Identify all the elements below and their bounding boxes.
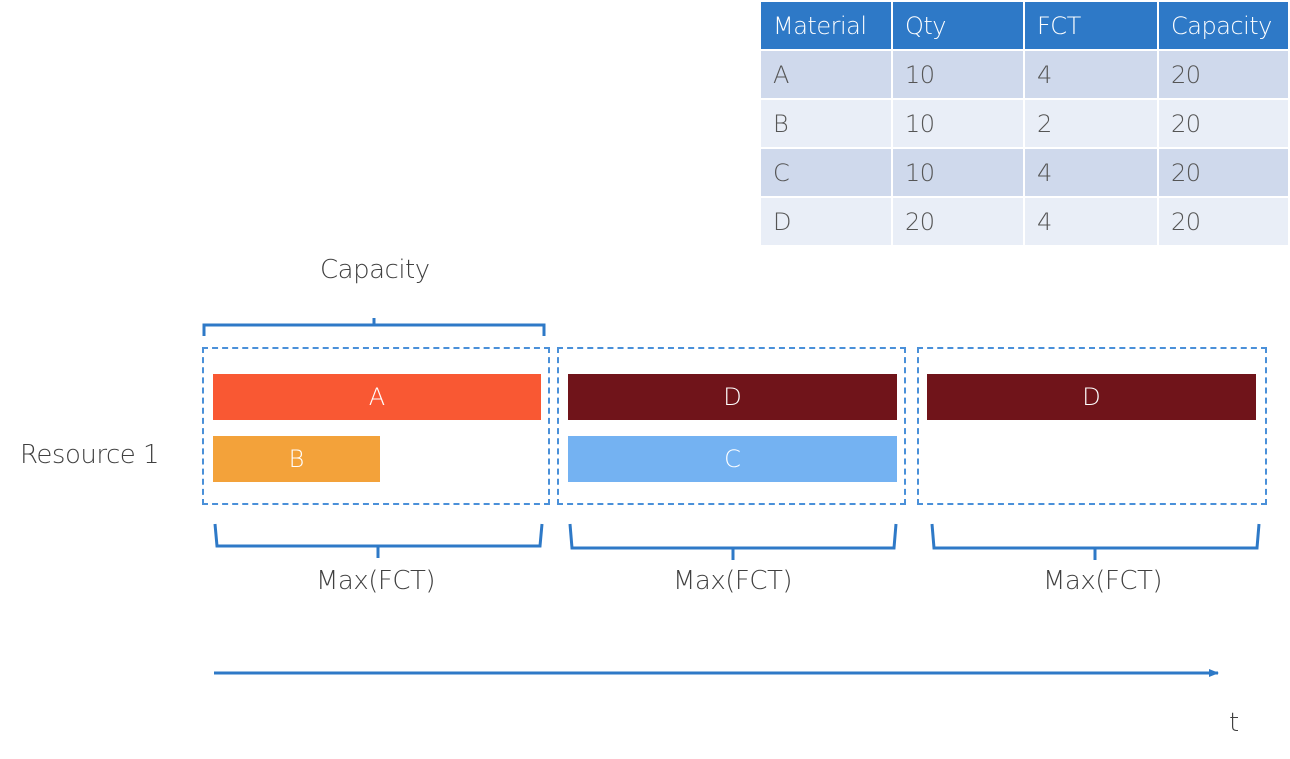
table-cell: 4 — [1024, 148, 1159, 198]
time-slot-1 — [202, 347, 550, 505]
time-slot-3 — [917, 347, 1267, 505]
table-row: A 10 4 20 — [761, 50, 1290, 100]
table-header-capacity: Capacity — [1158, 2, 1290, 51]
bar-label: D — [1082, 383, 1101, 411]
table-cell: 10 — [892, 148, 1025, 198]
max-fct-brace-1 — [213, 523, 544, 558]
capacity-brace — [202, 318, 546, 336]
table-cell: A — [761, 50, 893, 100]
table-header-fct: FCT — [1024, 2, 1159, 51]
table-cell: B — [761, 99, 893, 149]
table-cell: 20 — [1158, 50, 1290, 100]
table-cell: C — [761, 148, 893, 198]
table-header-qty: Qty — [892, 2, 1025, 51]
bar-label: C — [724, 445, 741, 473]
table-cell: 10 — [892, 50, 1025, 100]
table-cell: 4 — [1024, 50, 1159, 100]
table-cell: 2 — [1024, 99, 1159, 149]
bar-b: B — [213, 436, 380, 482]
table-cell: 20 — [1158, 197, 1290, 247]
table-row: B 10 2 20 — [761, 99, 1290, 149]
bar-label: B — [288, 445, 305, 473]
max-fct-label-2: Max(FCT) — [673, 566, 793, 596]
max-fct-label-3: Max(FCT) — [1043, 566, 1163, 596]
table-cell: 20 — [1158, 148, 1290, 198]
table-row: C 10 4 20 — [761, 148, 1290, 198]
resource-label: Resource 1 — [20, 440, 160, 470]
table-cell: 10 — [892, 99, 1025, 149]
time-slot-2 — [557, 347, 906, 505]
bar-d-2: D — [927, 374, 1256, 420]
max-fct-label-1: Max(FCT) — [316, 566, 436, 596]
max-fct-brace-3 — [930, 523, 1261, 560]
materials-table: Material Qty FCT Capacity A 10 4 20 B 10… — [761, 2, 1290, 247]
bar-d-1: D — [568, 374, 897, 420]
bar-a: A — [213, 374, 541, 420]
table-header-material: Material — [761, 2, 893, 51]
capacity-label: Capacity — [320, 255, 430, 285]
table-cell: D — [761, 197, 893, 247]
max-fct-brace-2 — [568, 523, 898, 560]
table-row: D 20 4 20 — [761, 197, 1290, 247]
bar-label: A — [368, 383, 386, 411]
table-header-row: Material Qty FCT Capacity — [761, 2, 1290, 51]
bar-label: D — [723, 383, 742, 411]
bar-c: C — [568, 436, 897, 482]
time-axis-label: t — [1229, 708, 1239, 738]
table-cell: 20 — [1158, 99, 1290, 149]
table-cell: 4 — [1024, 197, 1159, 247]
table-cell: 20 — [892, 197, 1025, 247]
